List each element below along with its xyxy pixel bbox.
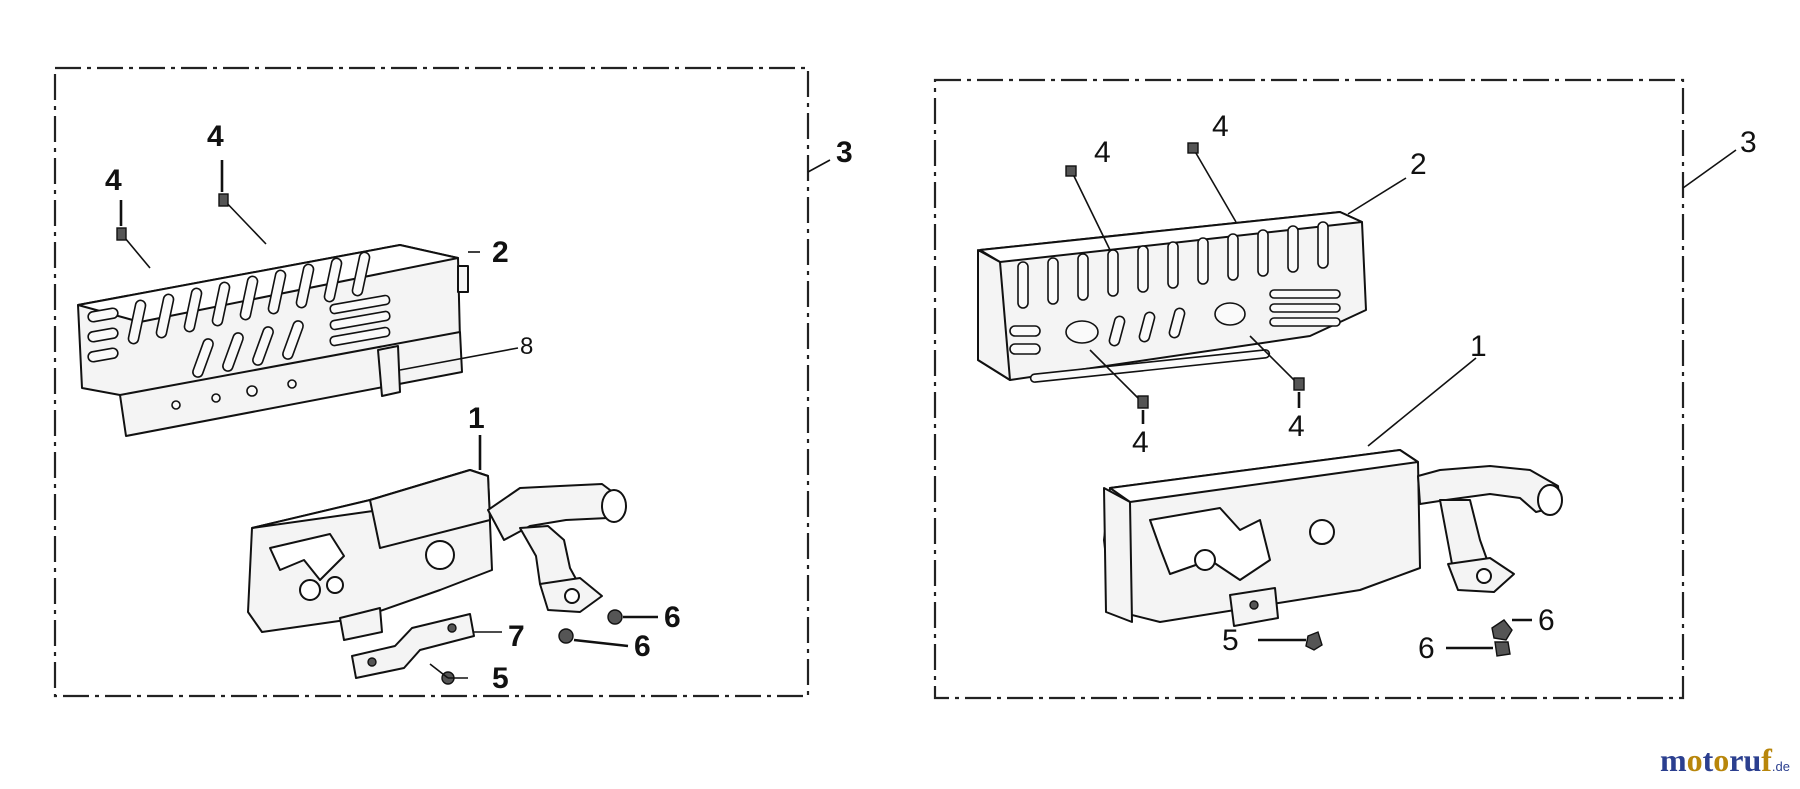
left-callout-5: 5 — [492, 662, 509, 695]
left-callout-2: 2 — [492, 236, 509, 269]
right-callout-3: 3 — [1740, 126, 1757, 159]
left-callout-1: 1 — [468, 402, 485, 435]
right-muffler — [1103, 449, 1563, 627]
right-panel: 1 2 3 4 4 4 4 5 6 6 — [933, 78, 1757, 700]
motoruf-watermark-logo: motoruf.de — [1660, 742, 1790, 779]
left-panel: 1 2 3 4 4 5 6 6 7 8 — [53, 66, 853, 698]
right-callout-5: 5 — [1222, 624, 1239, 657]
right-heat-shield — [977, 211, 1367, 383]
left-callout-7: 7 — [508, 620, 525, 653]
left-callouts: 1 2 3 4 4 5 6 6 7 8 — [105, 120, 853, 695]
right-callouts: 1 2 3 4 4 4 4 5 6 6 — [1094, 110, 1757, 665]
right-callout-1: 1 — [1470, 330, 1487, 363]
left-bracket — [351, 613, 475, 679]
right-callout-4b: 4 — [1212, 110, 1229, 143]
left-callout-4b: 4 — [207, 120, 224, 153]
right-panel-frame — [933, 78, 1685, 700]
watermark-suffix: .de — [1771, 759, 1790, 774]
left-callout-8: 8 — [520, 333, 533, 360]
right-callout-4c: 4 — [1132, 426, 1149, 459]
left-callout-4a: 4 — [105, 164, 122, 197]
right-callout-4d: 4 — [1288, 410, 1305, 443]
left-panel-frame — [53, 66, 810, 698]
right-callout-4a: 4 — [1094, 136, 1111, 169]
right-heat-shield-slots — [1009, 221, 1341, 383]
left-screw-set — [116, 193, 623, 685]
right-callout-6a: 6 — [1418, 632, 1435, 665]
watermark-text: motoruf — [1659, 742, 1772, 778]
left-callout-6a: 6 — [664, 601, 681, 634]
right-callout-2: 2 — [1410, 148, 1427, 181]
left-heat-shield-slots — [87, 251, 391, 410]
right-screw-set — [1065, 142, 1513, 657]
left-heat-shield — [77, 244, 469, 437]
left-muffler — [247, 469, 627, 641]
right-callout-6b: 6 — [1538, 604, 1555, 637]
left-callout-6b: 6 — [634, 630, 651, 663]
left-callout-3: 3 — [836, 136, 853, 169]
